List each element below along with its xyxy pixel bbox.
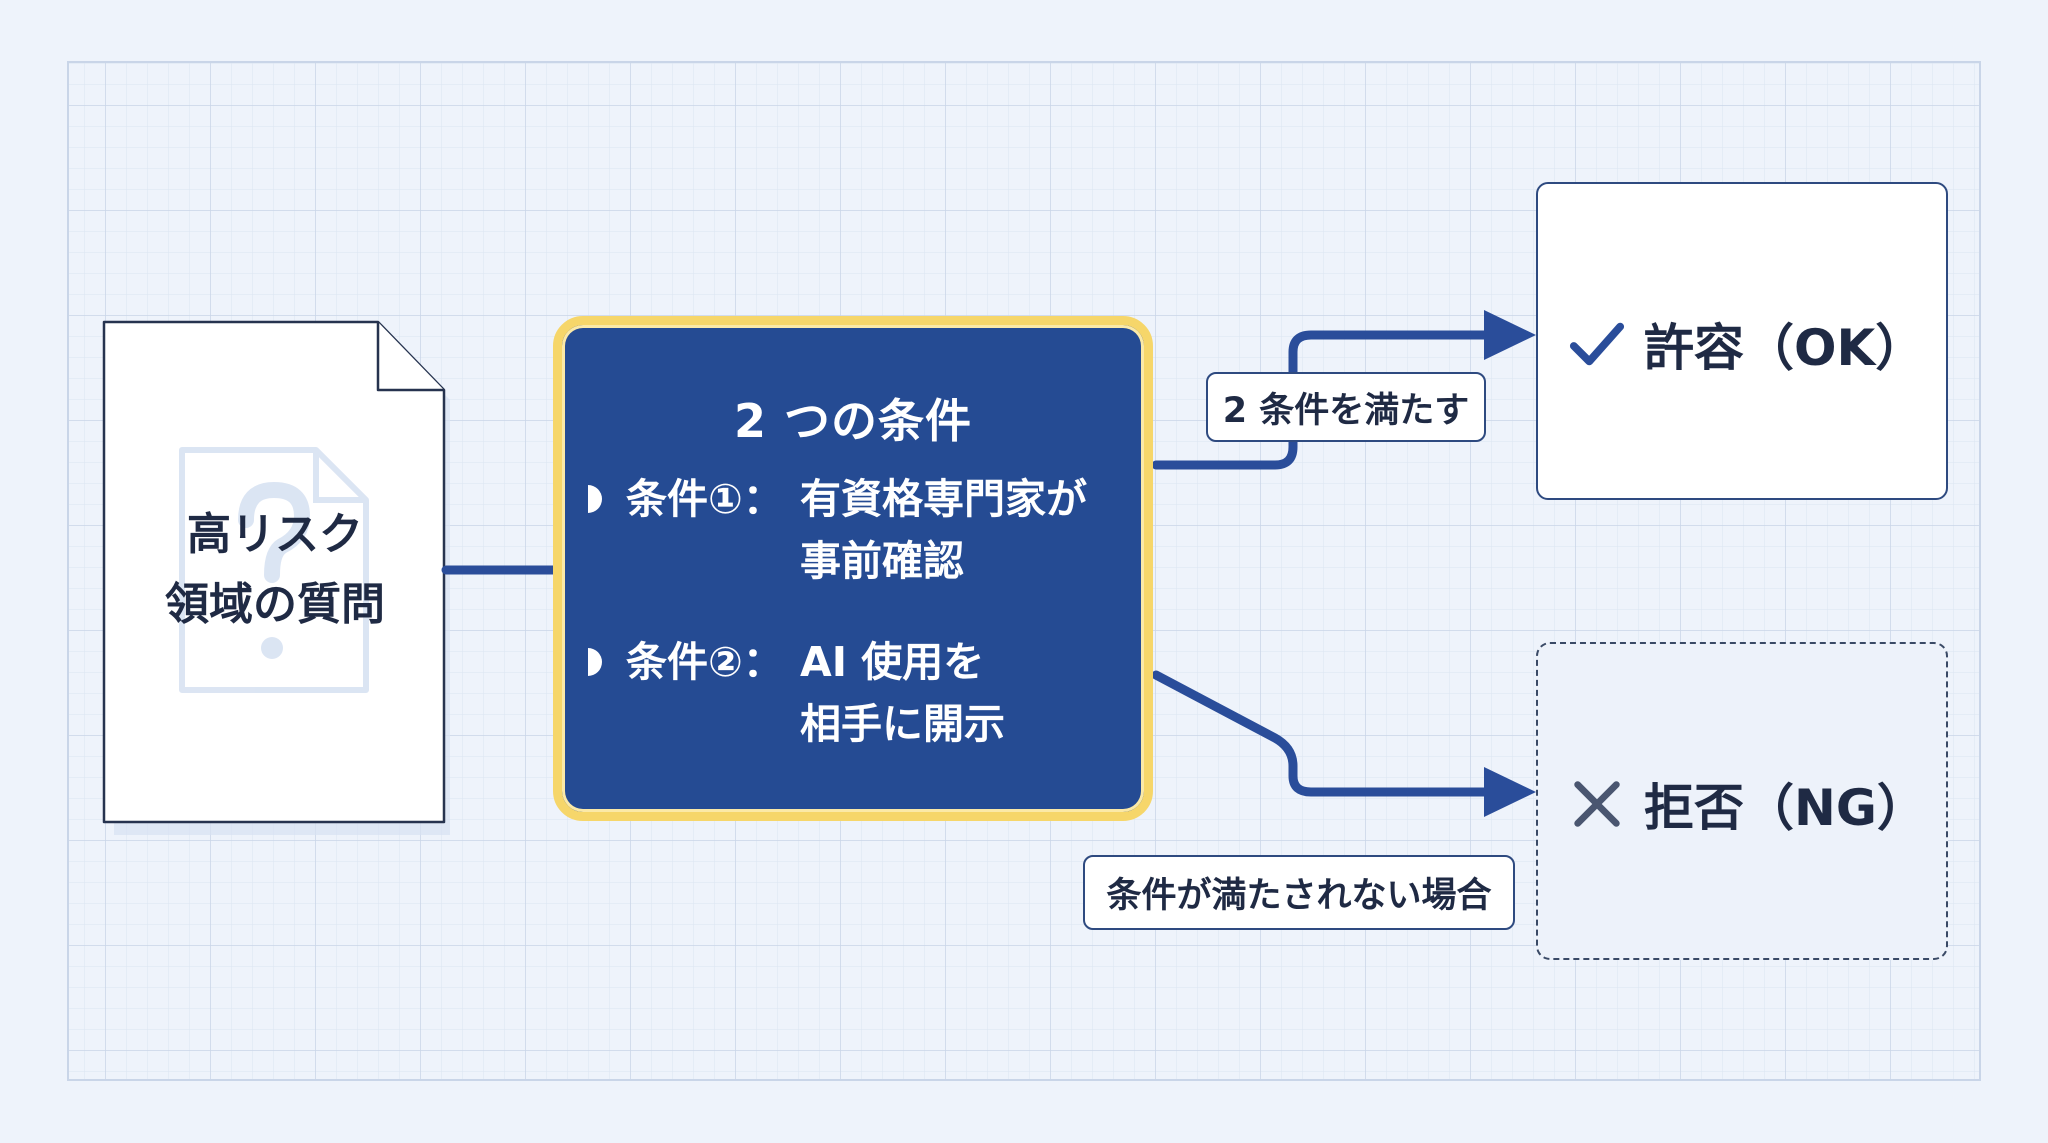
document-label-line2: 領域の質問 — [165, 579, 385, 630]
outcome-ng-label: 拒否（NG） — [1644, 779, 1927, 837]
condition-2-text-line1: AI 使用を — [800, 638, 985, 686]
bullet-icon — [588, 648, 602, 676]
bullet-icon — [588, 485, 602, 513]
question-document-card — [102, 320, 450, 835]
edge-label-ok: 2 条件を満たす — [1206, 372, 1486, 442]
connector-ng — [1151, 670, 1495, 797]
condition-2-text-line2: 相手に開示 — [800, 700, 1005, 748]
check-icon — [1569, 322, 1625, 366]
conditions-panel: 2 つの条件 条件①： 有資格専門家が 事前確認 条件②： AI 使用を 相手に… — [553, 316, 1153, 821]
condition-1-text-line2: 事前確認 — [800, 537, 964, 585]
outcome-ok: 許容（OK） — [1568, 309, 1925, 379]
edge-label-ng: 条件が満たされない場合 — [1083, 855, 1515, 930]
condition-2-label: 条件②： — [626, 638, 784, 686]
document-label: 高リスク 領域の質問 — [105, 500, 445, 640]
condition-1-label: 条件①： — [626, 475, 784, 523]
arrowhead-ng — [1484, 767, 1536, 817]
condition-1-text-line1: 有資格専門家が — [800, 475, 1087, 523]
document-label-line1: 高リスク — [187, 509, 363, 560]
outcome-ok-box: 許容（OK） — [1536, 182, 1948, 500]
cross-icon — [1574, 781, 1620, 827]
outcome-ng-box: 拒否（NG） — [1536, 642, 1948, 960]
conditions-title: 2 つの条件 — [733, 394, 973, 448]
question-document-icon — [179, 447, 369, 693]
outcome-ok-label: 許容（OK） — [1644, 319, 1926, 377]
arrowhead-ok — [1484, 310, 1536, 360]
outcome-ng: 拒否（NG） — [1568, 769, 1927, 839]
